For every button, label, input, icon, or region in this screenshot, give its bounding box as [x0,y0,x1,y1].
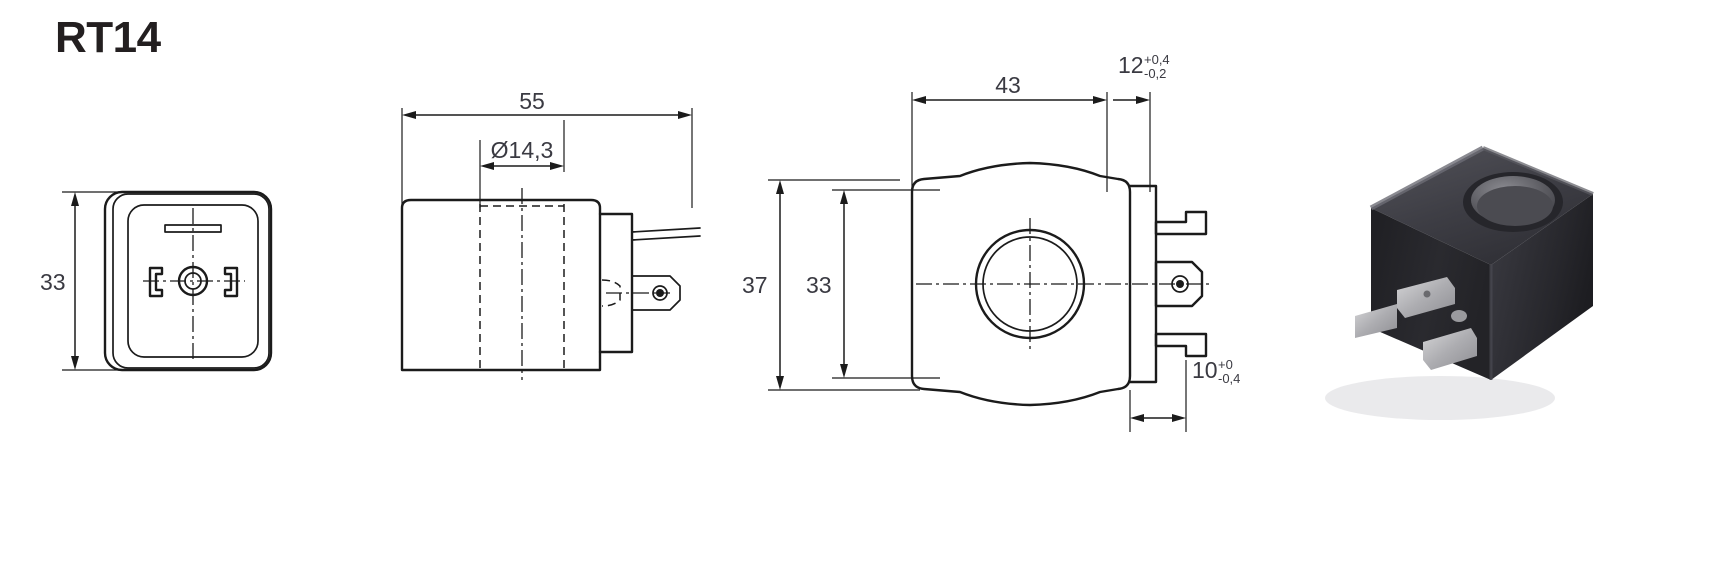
page-title: RT14 [55,13,161,62]
front-view-arrow-left-43 [912,96,926,104]
front-view-tol-lower-12: -0,2 [1144,66,1166,81]
product-photo-terminal-hole [1423,290,1431,298]
top-view-terminal-right [223,266,239,298]
product-photo-right-face [1491,194,1593,380]
side-view-lead-wire-bottom [631,235,701,241]
side-view-body [400,198,602,372]
front-view-arrow-down-37 [776,376,784,390]
front-view-arrow-up-37 [776,180,784,194]
front-view-tol-upper-10: +0 [1218,357,1233,372]
product-photo [1245,130,1605,430]
top-view: 33 [40,150,340,410]
front-view-arrow-left-10 [1130,414,1144,422]
top-view-arrow-down [71,356,79,370]
product-photo-shadow [1325,376,1555,420]
front-view: 37 33 43 12 +0,4 -0,2 [740,40,1270,440]
front-view-dim-label-37: 37 [742,272,768,298]
side-view-arrow-left-bore [480,162,494,170]
side-view-dim-label-bore: Ø14,3 [491,137,554,163]
top-view-body-outer2 [112,193,270,369]
side-view-arrow-right-55 [678,111,692,119]
product-photo-edge-highlight-top [1369,145,1485,211]
product-photo-edge-highlight-right [1482,146,1594,196]
front-view-tol-upper-12: +0,4 [1144,52,1170,67]
front-view-arrow-up-33 [840,190,848,204]
side-view-lead-wire-top [631,227,701,233]
front-view-terminal-middle [1154,260,1204,308]
front-view-arrow-right-43 [1093,96,1107,104]
front-view-body [910,161,1132,407]
side-view-arrow-left-55 [402,111,416,119]
front-view-terminal-lower [1154,332,1208,358]
top-view-terminal-left [148,266,164,298]
product-photo-bore-depth [1477,186,1553,226]
front-view-terminal-upper [1154,210,1208,236]
product-photo-terminal-upper [1397,277,1455,318]
side-view-arrow-right-bore [550,162,564,170]
side-view-terminal-spade [631,275,681,311]
front-view-dim-label-43: 43 [995,72,1021,98]
front-view-tol-lower-10: -0,4 [1218,371,1240,386]
product-photo-screw-boss [1451,310,1467,322]
front-view-arrow-down-33 [840,364,848,378]
front-view-dim-label-10: 10 [1192,357,1218,383]
product-photo-terminal-tip [1355,304,1397,338]
top-view-body-outer [103,190,273,372]
front-view-terminal-hole-ring [1171,275,1189,293]
side-view-dim-label-55: 55 [519,88,545,114]
top-view-dim-label-33: 33 [40,269,66,295]
front-view-terminal-hole [1176,280,1184,288]
front-view-dim-label-12: 12 [1118,52,1144,78]
side-view: 55 Ø14,3 [370,80,720,410]
top-view-centre-bore-outer [177,265,209,297]
front-view-arrow-right-10 [1172,414,1186,422]
front-view-dim-label-33: 33 [806,272,832,298]
top-view-arrow-up [71,192,79,206]
front-view-arrow-12 [1136,96,1150,104]
top-view-centre-bore-inner [184,272,202,290]
top-view-key-bar [164,224,222,233]
product-photo-terminal-lower [1423,328,1477,370]
